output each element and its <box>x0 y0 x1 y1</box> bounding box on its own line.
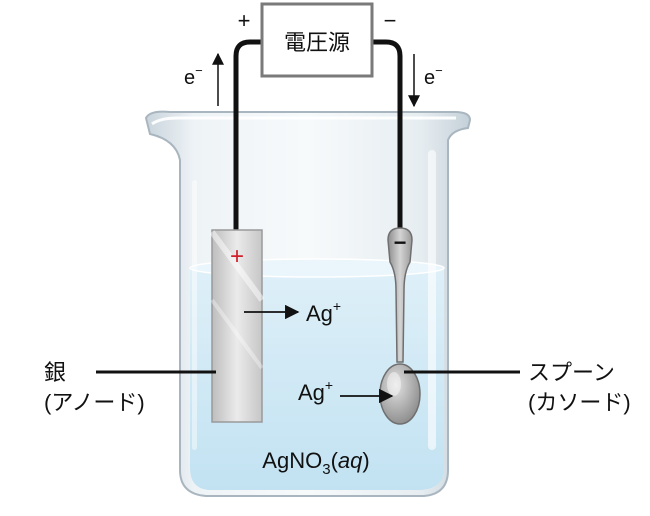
right-wire <box>370 39 403 230</box>
electron-left-label: e− <box>184 63 203 89</box>
left-wire <box>233 39 264 232</box>
cathode-label: (カソード) <box>528 390 631 415</box>
negative-terminal-label: − <box>384 8 397 33</box>
solution-label: AgNO3(aq) <box>262 448 369 478</box>
ion-top-label: Ag+ <box>306 298 341 326</box>
anode-plus-mark: + <box>230 243 244 270</box>
voltage-source: 電圧源 <box>260 2 374 78</box>
voltage-source-box <box>260 2 374 78</box>
voltage-source-label: 電圧源 <box>284 30 350 55</box>
silver-label: 銀 <box>44 360 66 385</box>
anode-label: (アノード) <box>44 390 145 415</box>
cathode-minus-mark: − <box>394 230 407 255</box>
ion-bottom-label: Ag+ <box>298 377 333 405</box>
spoon-label: スプーン <box>528 360 615 385</box>
electron-right-label: e− <box>424 63 443 89</box>
silver-anode: + <box>209 229 265 423</box>
positive-terminal-label: + <box>238 8 251 33</box>
